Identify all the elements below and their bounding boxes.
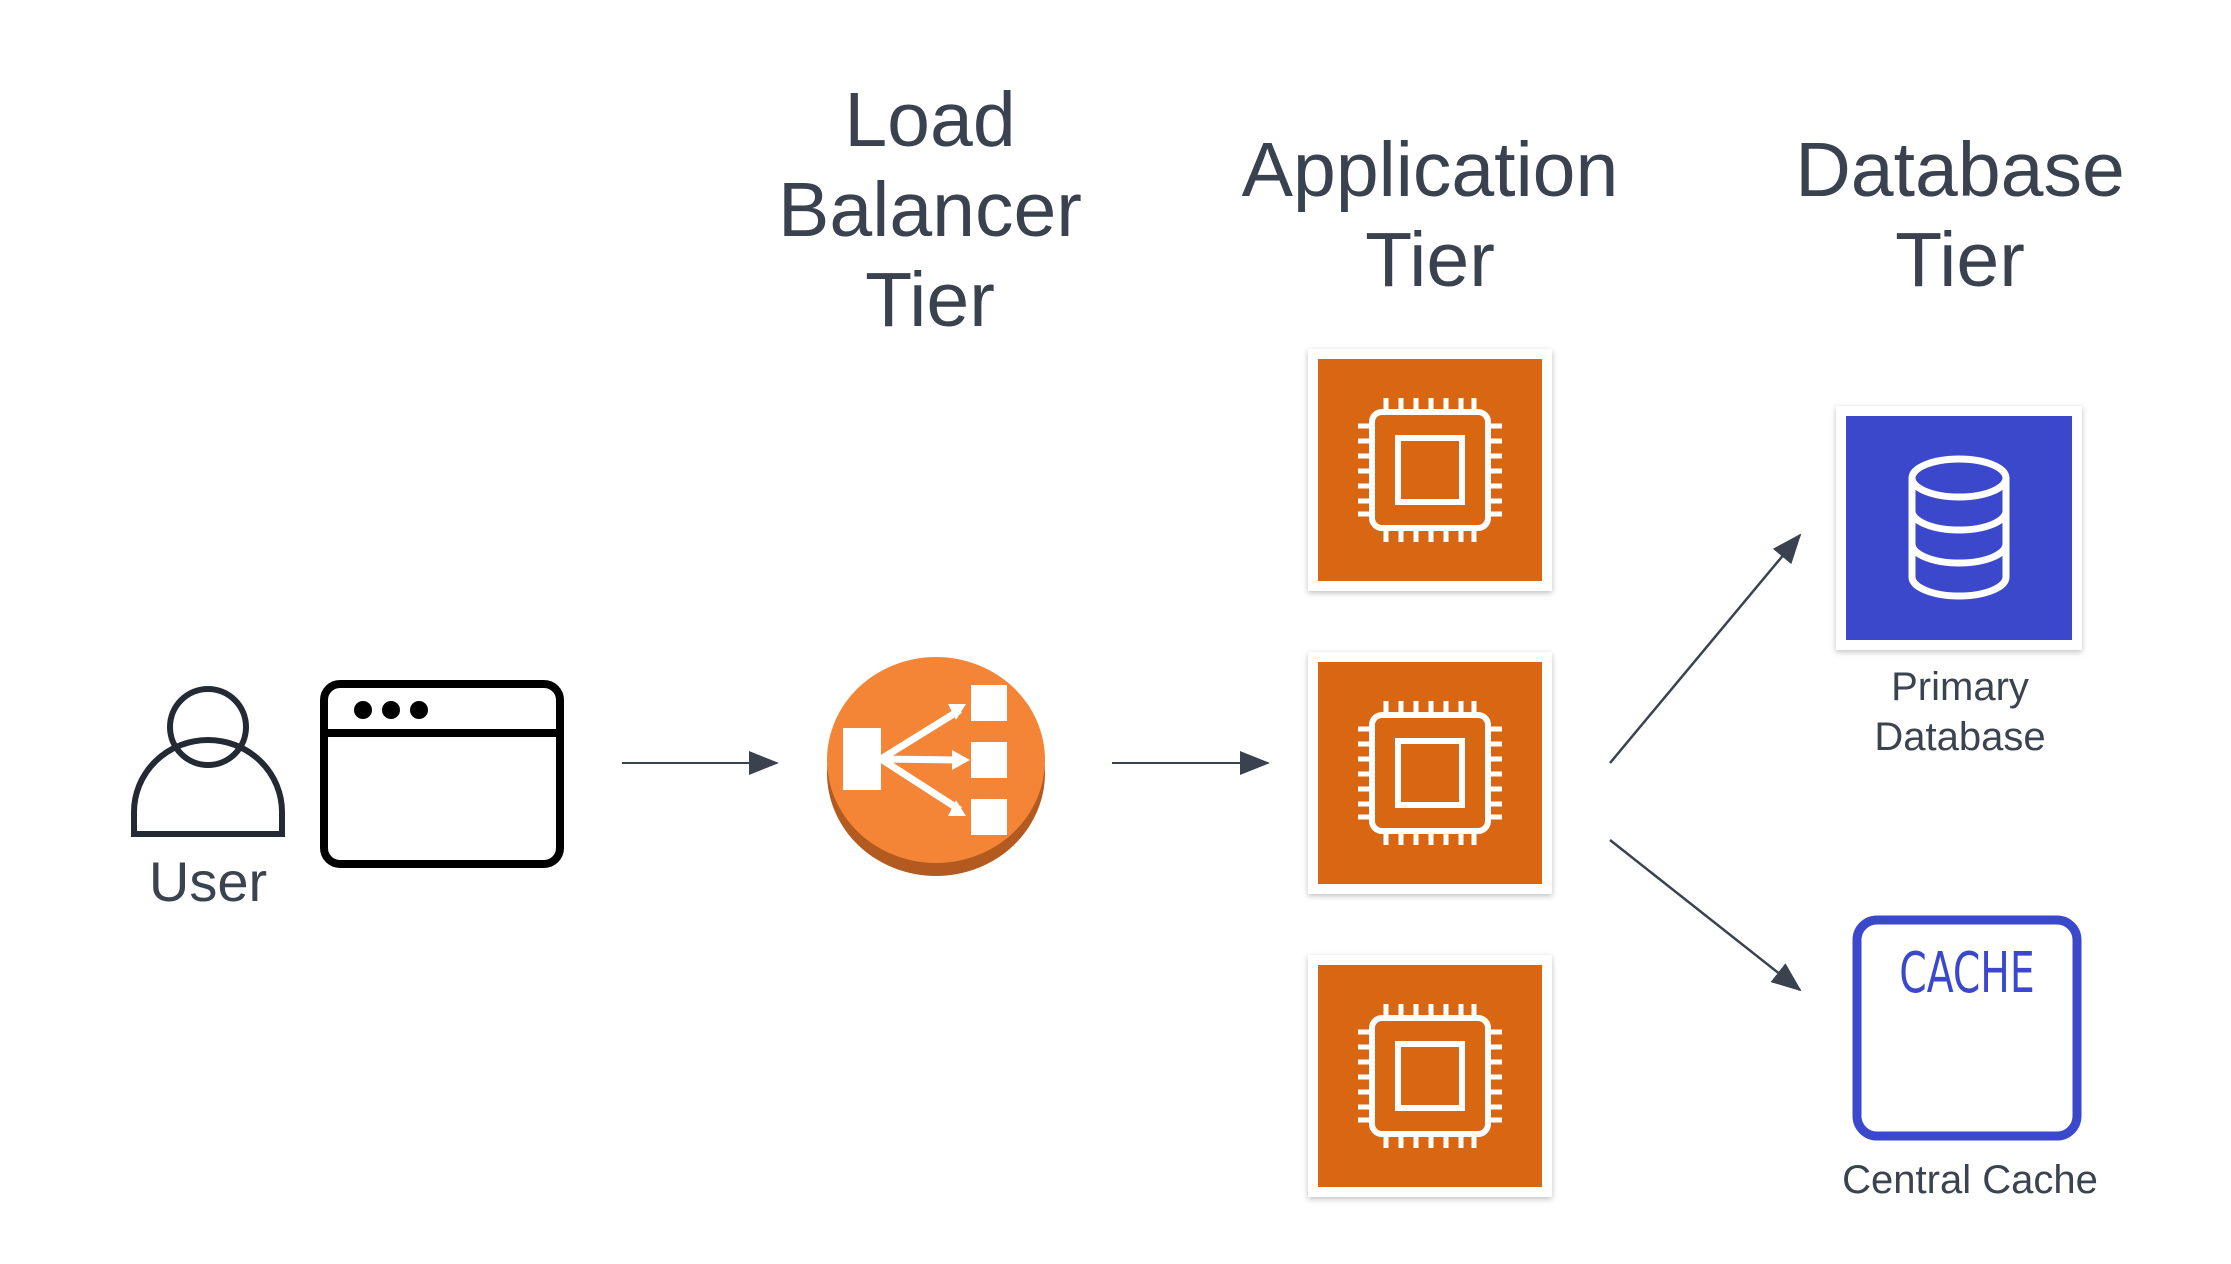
central-cache-label: Central Cache — [1842, 1158, 2098, 1202]
primary-database-label: Primary Database — [1874, 665, 2046, 759]
cache-icon — [1852, 915, 2082, 1141]
arrow-app-to-cache — [1609, 839, 1802, 992]
arrow-app-to-primary-database — [1609, 533, 1802, 764]
primary-database-node — [1836, 406, 2082, 650]
user-label: User — [148, 850, 268, 913]
app-server-3 — [1308, 955, 1552, 1197]
user-icon — [131, 686, 285, 837]
app-server-2 — [1308, 652, 1552, 894]
elastic-load-balancer-icon — [827, 657, 1045, 876]
app-server-1 — [1308, 349, 1552, 591]
application-tier-header: Application Tier — [1241, 127, 1619, 303]
database-tier-header: Database Tier — [1795, 127, 2125, 303]
load-balancer-tier-header: Load Balancer Tier — [778, 77, 1082, 343]
database-icon — [1908, 455, 2010, 600]
cache-icon-text: CACHE — [1899, 941, 2035, 1006]
browser-window-icon — [320, 680, 564, 868]
